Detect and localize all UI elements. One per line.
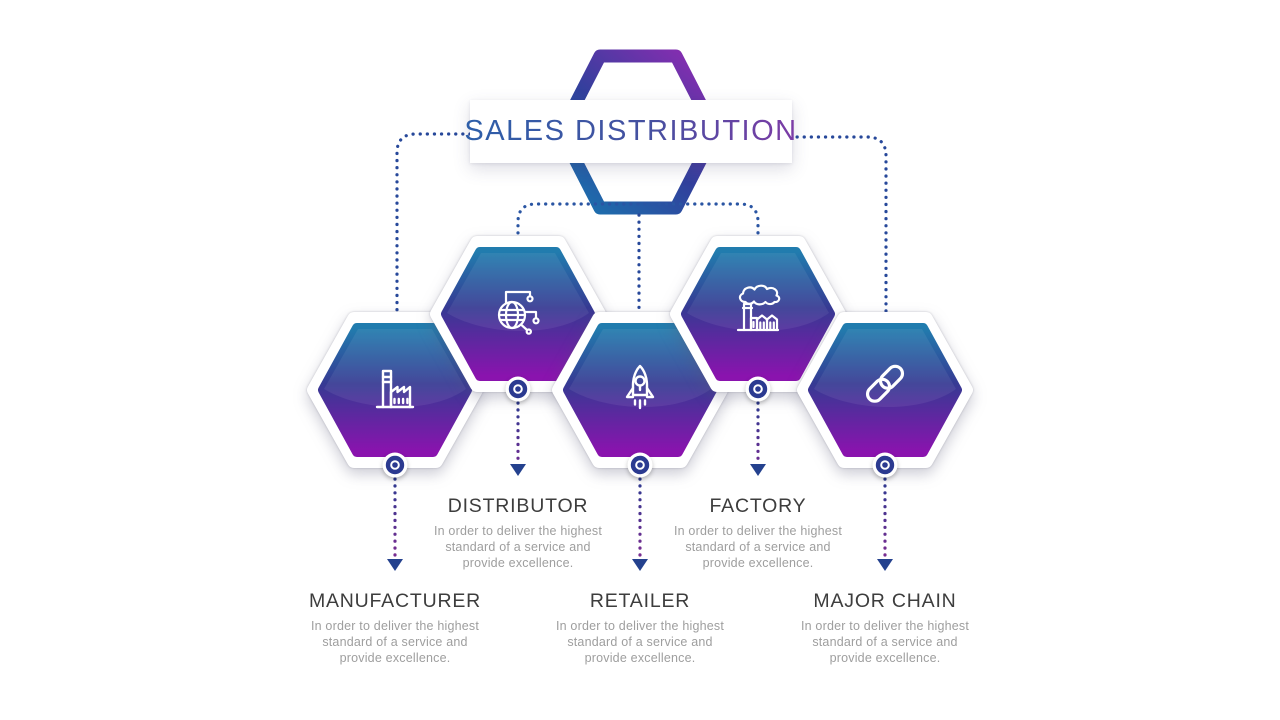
- node-description: In order to deliver the highest standard…: [800, 619, 970, 665]
- arrowhead-factory: [750, 464, 766, 476]
- label-block-manufacturer: MANUFACTURER In order to deliver the hig…: [245, 590, 545, 666]
- connector-title-to-major-chain: [788, 135, 888, 313]
- globe-network-icon: [497, 290, 540, 335]
- rocket-icon: [625, 364, 655, 410]
- node-description: In order to deliver the highest standard…: [433, 524, 603, 570]
- hexagon-major-chain: [790, 305, 980, 478]
- chain-link-icon: [865, 364, 905, 403]
- node-label: DISTRIBUTOR: [447, 495, 589, 517]
- label-block-distributor: DISTRIBUTOR In order to deliver the high…: [368, 495, 668, 571]
- node-description: In order to deliver the highest standard…: [673, 524, 843, 570]
- arrowhead-retailer: [632, 559, 648, 571]
- hexagon-retailer: [545, 305, 735, 478]
- node-dot-factory: [745, 376, 771, 402]
- node-dot-retailer: [627, 452, 653, 478]
- label-block-factory: FACTORY In order to deliver the highest …: [608, 495, 908, 571]
- arrowhead-manufacturer: [387, 559, 403, 571]
- factory-icon: [375, 369, 415, 409]
- connector-title-to-manufacturer: [395, 132, 472, 313]
- node-dot-manufacturer: [382, 452, 408, 478]
- node-label: FACTORY: [709, 495, 807, 517]
- title-card: SALES DISTRIBUTION: [464, 100, 796, 163]
- hexagon-factory: [663, 229, 853, 402]
- page-title: SALES DISTRIBUTION: [464, 115, 798, 147]
- label-block-major-chain: MAJOR CHAIN In order to deliver the high…: [735, 590, 1035, 666]
- arrowhead-distributor: [510, 464, 526, 476]
- node-description: In order to deliver the highest standard…: [310, 619, 480, 665]
- node-dot-distributor: [505, 376, 531, 402]
- node-label: MAJOR CHAIN: [813, 590, 957, 612]
- connector-distributor-factory: [516, 202, 760, 242]
- node-label: RETAILER: [589, 590, 691, 612]
- factory-smoke-icon: [736, 284, 781, 332]
- node-dot-major-chain: [872, 452, 898, 478]
- label-block-retailer: RETAILER In order to deliver the highest…: [490, 590, 790, 666]
- node-description: In order to deliver the highest standard…: [555, 619, 725, 665]
- hexagon-manufacturer: [300, 305, 490, 478]
- node-label: MANUFACTURER: [308, 590, 482, 612]
- arrowhead-major-chain: [877, 559, 893, 571]
